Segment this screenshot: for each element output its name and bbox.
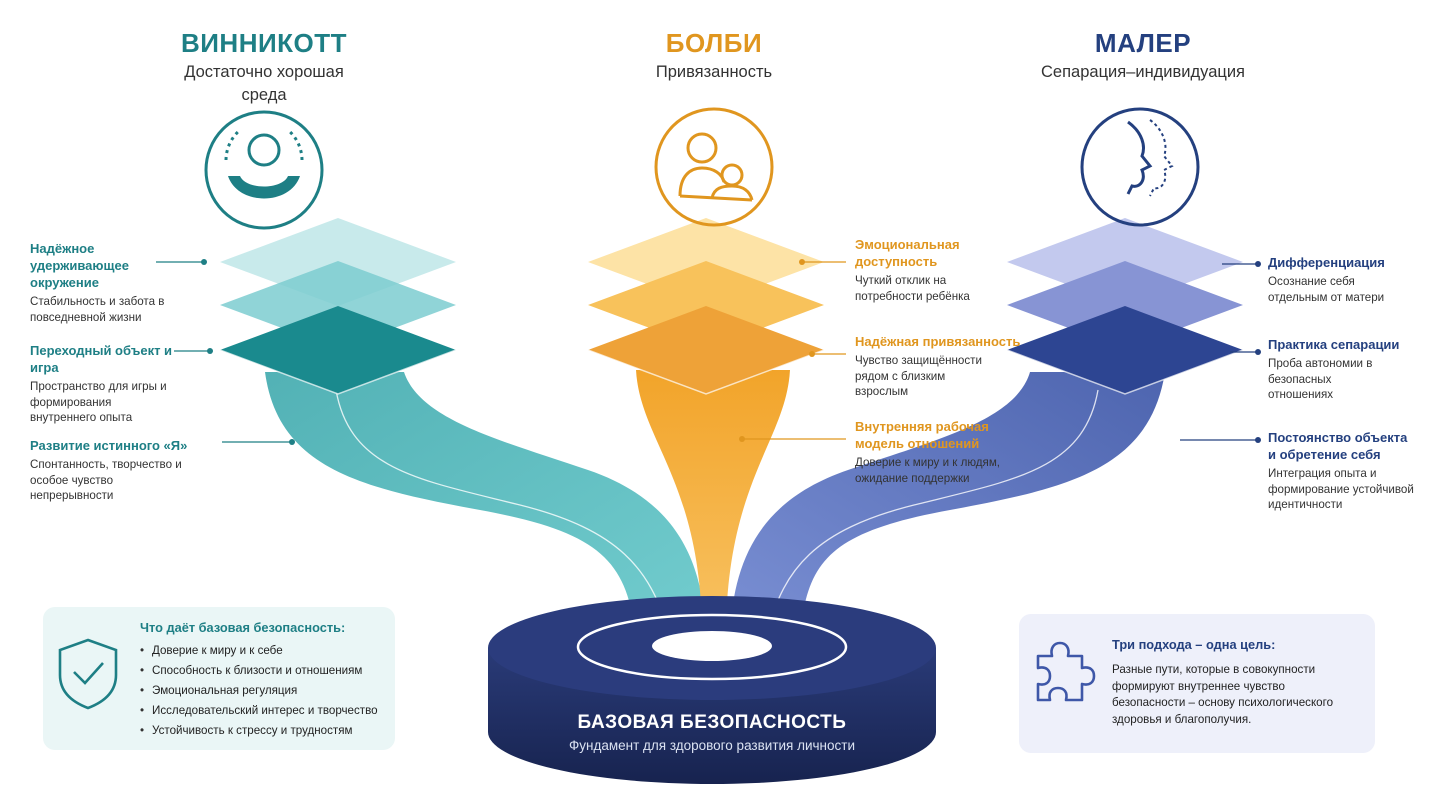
- label-heading: Дифференциация: [1268, 255, 1385, 270]
- label-desc: Чувство защищённости рядом с близким взр…: [855, 354, 982, 398]
- left-box-list: Доверие к миру и к себе Способность к бл…: [140, 641, 390, 741]
- label-desc: Интеграция опыта и формирование устойчив…: [1268, 467, 1414, 511]
- right-info-box-bg: [1019, 614, 1375, 753]
- mahler-flow: [730, 372, 1165, 640]
- bowlby-label-1: Эмоциональная доступность Чуткий отклик …: [855, 236, 975, 304]
- list-item: Устойчивость к стрессу и трудностям: [140, 721, 390, 741]
- puzzle-piece-icon: [1036, 641, 1096, 702]
- connector-lines: [156, 259, 1261, 445]
- base-security-disc: [488, 596, 936, 784]
- parent-child-icon: [654, 107, 774, 227]
- shield-check-icon: [58, 638, 118, 710]
- list-item: Доверие к миру и к себе: [140, 641, 390, 661]
- winnicott-label-1: Надёжное удерживающее окружение Стабильн…: [30, 240, 164, 325]
- label-desc: Доверие к миру и к людям, ожидание подде…: [855, 456, 1001, 485]
- mahler-flow-line: [767, 389, 1099, 631]
- mahler-label-2: Практика сепарации Проба автономии в без…: [1268, 336, 1418, 403]
- right-box-title: Три подхода – одна цель:: [1112, 637, 1276, 652]
- left-box-title: Что даёт базовая безопасность:: [140, 620, 346, 635]
- winnicott-title: ВИННИКОТТ: [180, 28, 348, 58]
- label-heading: Внутренняя рабочая модель отношений: [855, 419, 989, 451]
- label-heading: Надёжное удерживающее окружение: [30, 241, 129, 290]
- mahler-layers: [1006, 218, 1244, 395]
- winnicott-label-3: Развитие истинного «Я» Спонтанность, тво…: [30, 437, 225, 504]
- mahler-subtitle: Сепарация–индивидуация: [1041, 63, 1245, 81]
- bowlby-subtitle: Привязанность: [655, 63, 773, 81]
- bowlby-label-3: Внутренняя рабочая модель отношений Дове…: [855, 418, 1000, 486]
- label-desc: Стабильность и забота в повседневной жиз…: [30, 295, 165, 324]
- label-desc: Проба автономии в безопасных отношениях: [1268, 357, 1373, 401]
- mahler-label-1: Дифференциация Осознание себя отдельным …: [1268, 254, 1418, 305]
- label-heading: Эмоциональная доступность: [855, 237, 960, 269]
- bowlby-title: БОЛБИ: [665, 28, 763, 58]
- right-info-box: Три подхода – одна цель: Разные пути, ко…: [1112, 637, 1357, 728]
- label-heading: Постоянство объекта и обретение себя: [1268, 430, 1408, 462]
- bowlby-label-2: Надёжная привязанность Чувство защищённо…: [855, 333, 1025, 400]
- left-info-box: Что даёт базовая безопасность: Доверие к…: [140, 620, 390, 741]
- bowlby-flow: [636, 370, 790, 630]
- label-desc: Пространство для игры и формирования вну…: [30, 380, 167, 424]
- list-item: Эмоциональная регуляция: [140, 681, 390, 701]
- winnicott-flow: [265, 372, 706, 640]
- label-desc: Чуткий отклик на потребности ребёнка: [855, 274, 970, 303]
- right-box-text: Разные пути, которые в совокупности форм…: [1112, 663, 1334, 726]
- winnicott-label-2: Переходный объект и игра Пространство дл…: [30, 342, 175, 426]
- winnicott-flow-line: [335, 389, 669, 631]
- bowlby-layers: [587, 218, 825, 395]
- list-item: Исследовательский интерес и творчество: [140, 701, 390, 721]
- label-heading: Развитие истинного «Я»: [30, 438, 188, 453]
- center-subtitle: Фундамент для здорового развития личност…: [569, 738, 855, 753]
- label-heading: Переходный объект и игра: [30, 343, 173, 375]
- winnicott-subtitle: Достаточно хорошая среда: [184, 63, 344, 104]
- list-item: Способность к близости и отношениям: [140, 661, 390, 681]
- holding-person-icon: [204, 110, 324, 230]
- mahler-label-3: Постоянство объекта и обретение себя Инт…: [1268, 429, 1418, 513]
- two-faces-icon: [1080, 107, 1200, 227]
- label-desc: Осознание себя отдельным от матери: [1268, 275, 1385, 304]
- center-title: БАЗОВАЯ БЕЗОПАСНОСТЬ: [577, 712, 847, 733]
- winnicott-layers: [219, 218, 457, 395]
- label-heading: Надёжная привязанность: [855, 334, 1021, 349]
- label-heading: Практика сепарации: [1268, 337, 1400, 352]
- mahler-title: МАЛЕР: [1094, 28, 1192, 58]
- label-desc: Спонтанность, творчество и особое чувств…: [30, 458, 182, 502]
